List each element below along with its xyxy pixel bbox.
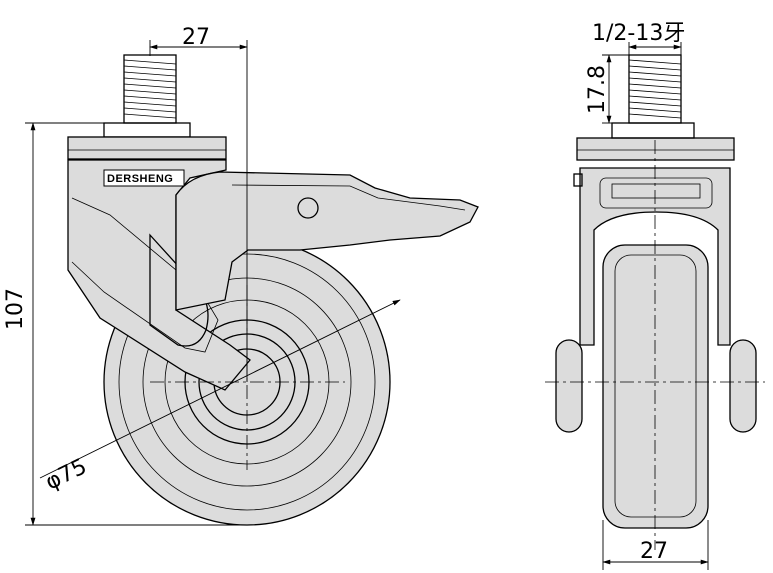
side-top-dimension-label: 27	[182, 25, 210, 50]
side-view: DERSHENG 27 107 φ75	[3, 25, 479, 526]
front-fork	[579, 167, 731, 346]
front-right-hub	[729, 339, 757, 433]
brand-label-box	[103, 169, 185, 187]
front-threaded-stem	[628, 54, 682, 124]
side-threaded-stem	[103, 54, 191, 138]
front-wheel-width-dimension-label: 27	[640, 539, 668, 564]
front-stem-dimension-label: 17.8	[585, 65, 610, 114]
front-view: 1/2-13牙 17.8 27	[545, 21, 765, 570]
front-fork-nub	[573, 173, 583, 187]
side-wheel-diameter-label: φ75	[42, 454, 91, 495]
front-left-hub	[555, 339, 583, 433]
front-top-plate	[576, 137, 735, 161]
side-brake-lever	[175, 171, 479, 311]
side-height-dimension-label: 107	[3, 288, 28, 330]
front-wheel-width-dimension: 27	[602, 520, 709, 570]
side-top-plate	[67, 136, 227, 160]
front-thread-dimension: 1/2-13牙	[592, 21, 685, 58]
front-stem-dimension: 17.8	[585, 54, 629, 124]
front-thread-dimension-label: 1/2-13牙	[592, 21, 685, 46]
brand-label: DERSHENG	[107, 173, 173, 185]
side-top-dimension: 27	[149, 25, 248, 382]
front-wheel	[602, 244, 709, 529]
side-height-dimension: 107	[3, 122, 247, 526]
side-brake-pivot	[297, 197, 319, 219]
